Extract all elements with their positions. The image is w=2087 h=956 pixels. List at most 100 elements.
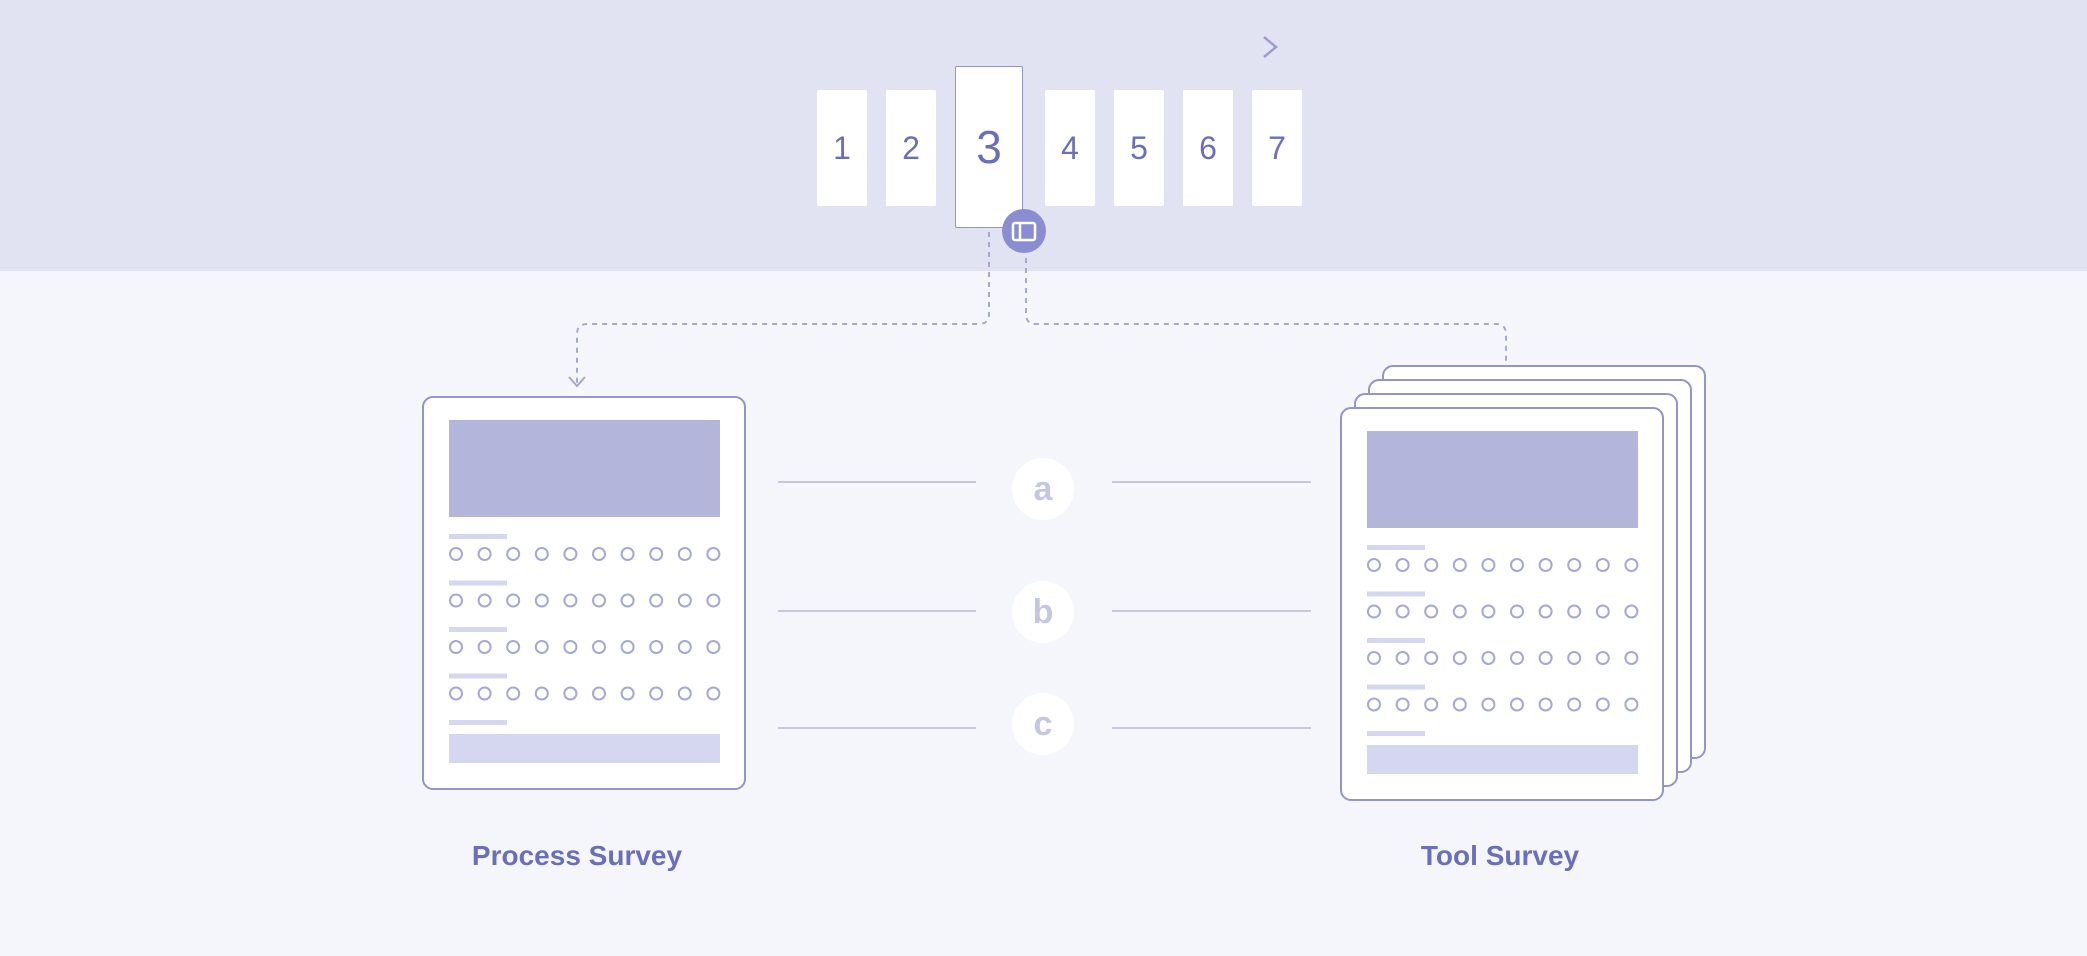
rating-option <box>1395 604 1410 619</box>
rating-option <box>677 686 692 701</box>
rating-option <box>534 686 549 701</box>
criterion-b: b <box>1012 581 1074 643</box>
rating-option <box>1424 651 1439 665</box>
rating-option <box>506 686 521 701</box>
rating-option <box>563 686 578 701</box>
criterion-c: c <box>1012 693 1074 755</box>
rating-option <box>1510 558 1524 572</box>
stage-7[interactable]: 7 <box>1252 90 1302 206</box>
rating-option <box>449 686 463 701</box>
rating-option <box>706 593 721 608</box>
rating-option <box>1624 651 1639 665</box>
stage-3-active[interactable]: 3 <box>955 66 1023 228</box>
rating-option <box>1367 651 1381 665</box>
rating-option <box>1481 651 1496 665</box>
rating-option <box>620 640 635 654</box>
rating-option <box>1424 558 1439 572</box>
rating-option <box>563 593 578 608</box>
rating-option <box>1452 651 1467 665</box>
rating-option <box>449 640 463 654</box>
rating-option <box>506 547 521 561</box>
stage-5[interactable]: 5 <box>1114 90 1164 206</box>
tool-survey-title: Tool Survey <box>1420 840 1580 871</box>
rating-option <box>1395 697 1410 712</box>
rating-option <box>1567 697 1582 712</box>
process-survey-title: Process Survey <box>471 840 683 871</box>
rating-option <box>592 640 606 654</box>
question-label <box>1367 638 1425 643</box>
rating-option <box>706 686 721 701</box>
rating-option <box>1595 558 1610 572</box>
question-label <box>449 580 507 586</box>
rating-option <box>563 547 578 561</box>
rating-option <box>592 547 606 561</box>
timeline-arrow <box>825 36 1278 58</box>
question-label <box>449 720 507 725</box>
rating-option <box>1424 604 1439 619</box>
rating-option <box>477 593 492 608</box>
rating-option <box>449 593 463 608</box>
question-label <box>1367 545 1425 550</box>
rating-option <box>449 547 463 561</box>
comparison-lines <box>778 481 1311 729</box>
rating-option <box>563 640 578 654</box>
rating-option <box>677 640 692 654</box>
rating-option <box>477 686 492 701</box>
rating-option <box>1452 558 1467 572</box>
stage-6[interactable]: 6 <box>1183 90 1233 206</box>
stage-2[interactable]: 2 <box>886 90 936 206</box>
rating-option <box>677 593 692 608</box>
rating-option <box>1367 558 1381 572</box>
tool-survey-document <box>1340 407 1664 801</box>
rating-option <box>1595 604 1610 619</box>
rating-option <box>534 640 549 654</box>
rating-option <box>1510 651 1524 665</box>
rating-option <box>1567 558 1582 572</box>
rating-option <box>477 640 492 654</box>
connector-to-process-survey <box>576 232 990 386</box>
rating-option <box>1624 558 1639 572</box>
rating-option <box>620 547 635 561</box>
rating-option <box>649 593 664 608</box>
rating-option <box>1367 604 1381 619</box>
rating-option <box>506 640 521 654</box>
rating-option <box>1510 697 1524 712</box>
rating-option <box>1567 604 1582 619</box>
question-label <box>1367 731 1425 736</box>
submit-bar <box>449 734 720 763</box>
rating-option <box>1538 558 1553 572</box>
rating-option <box>592 686 606 701</box>
question-label <box>449 673 507 679</box>
rating-option <box>1395 651 1410 665</box>
rating-option <box>1424 697 1439 712</box>
rating-option <box>1624 697 1639 712</box>
rating-option <box>620 686 635 701</box>
rating-option <box>1367 697 1381 712</box>
rating-option <box>1452 697 1467 712</box>
rating-option <box>706 640 721 654</box>
stage-4[interactable]: 4 <box>1045 90 1095 206</box>
rating-option <box>1538 651 1553 665</box>
question-label <box>449 534 507 539</box>
question-label <box>449 627 507 632</box>
stage-1[interactable]: 1 <box>817 90 867 206</box>
rating-option <box>1481 604 1496 619</box>
rating-option <box>1595 697 1610 712</box>
rating-option <box>1538 604 1553 619</box>
rating-option <box>706 547 721 561</box>
rating-option <box>506 593 521 608</box>
image-placeholder <box>1367 431 1638 528</box>
question-label <box>1367 684 1425 690</box>
process-survey-document <box>422 396 746 790</box>
rating-option <box>592 593 606 608</box>
image-placeholder <box>449 420 720 517</box>
rating-option <box>677 547 692 561</box>
rating-option <box>1595 651 1610 665</box>
connector-to-tool-survey <box>1025 258 1507 386</box>
rating-option <box>477 547 492 561</box>
question-label <box>1367 591 1425 597</box>
rating-option <box>1567 651 1582 665</box>
rating-option <box>534 547 549 561</box>
rating-option <box>620 593 635 608</box>
